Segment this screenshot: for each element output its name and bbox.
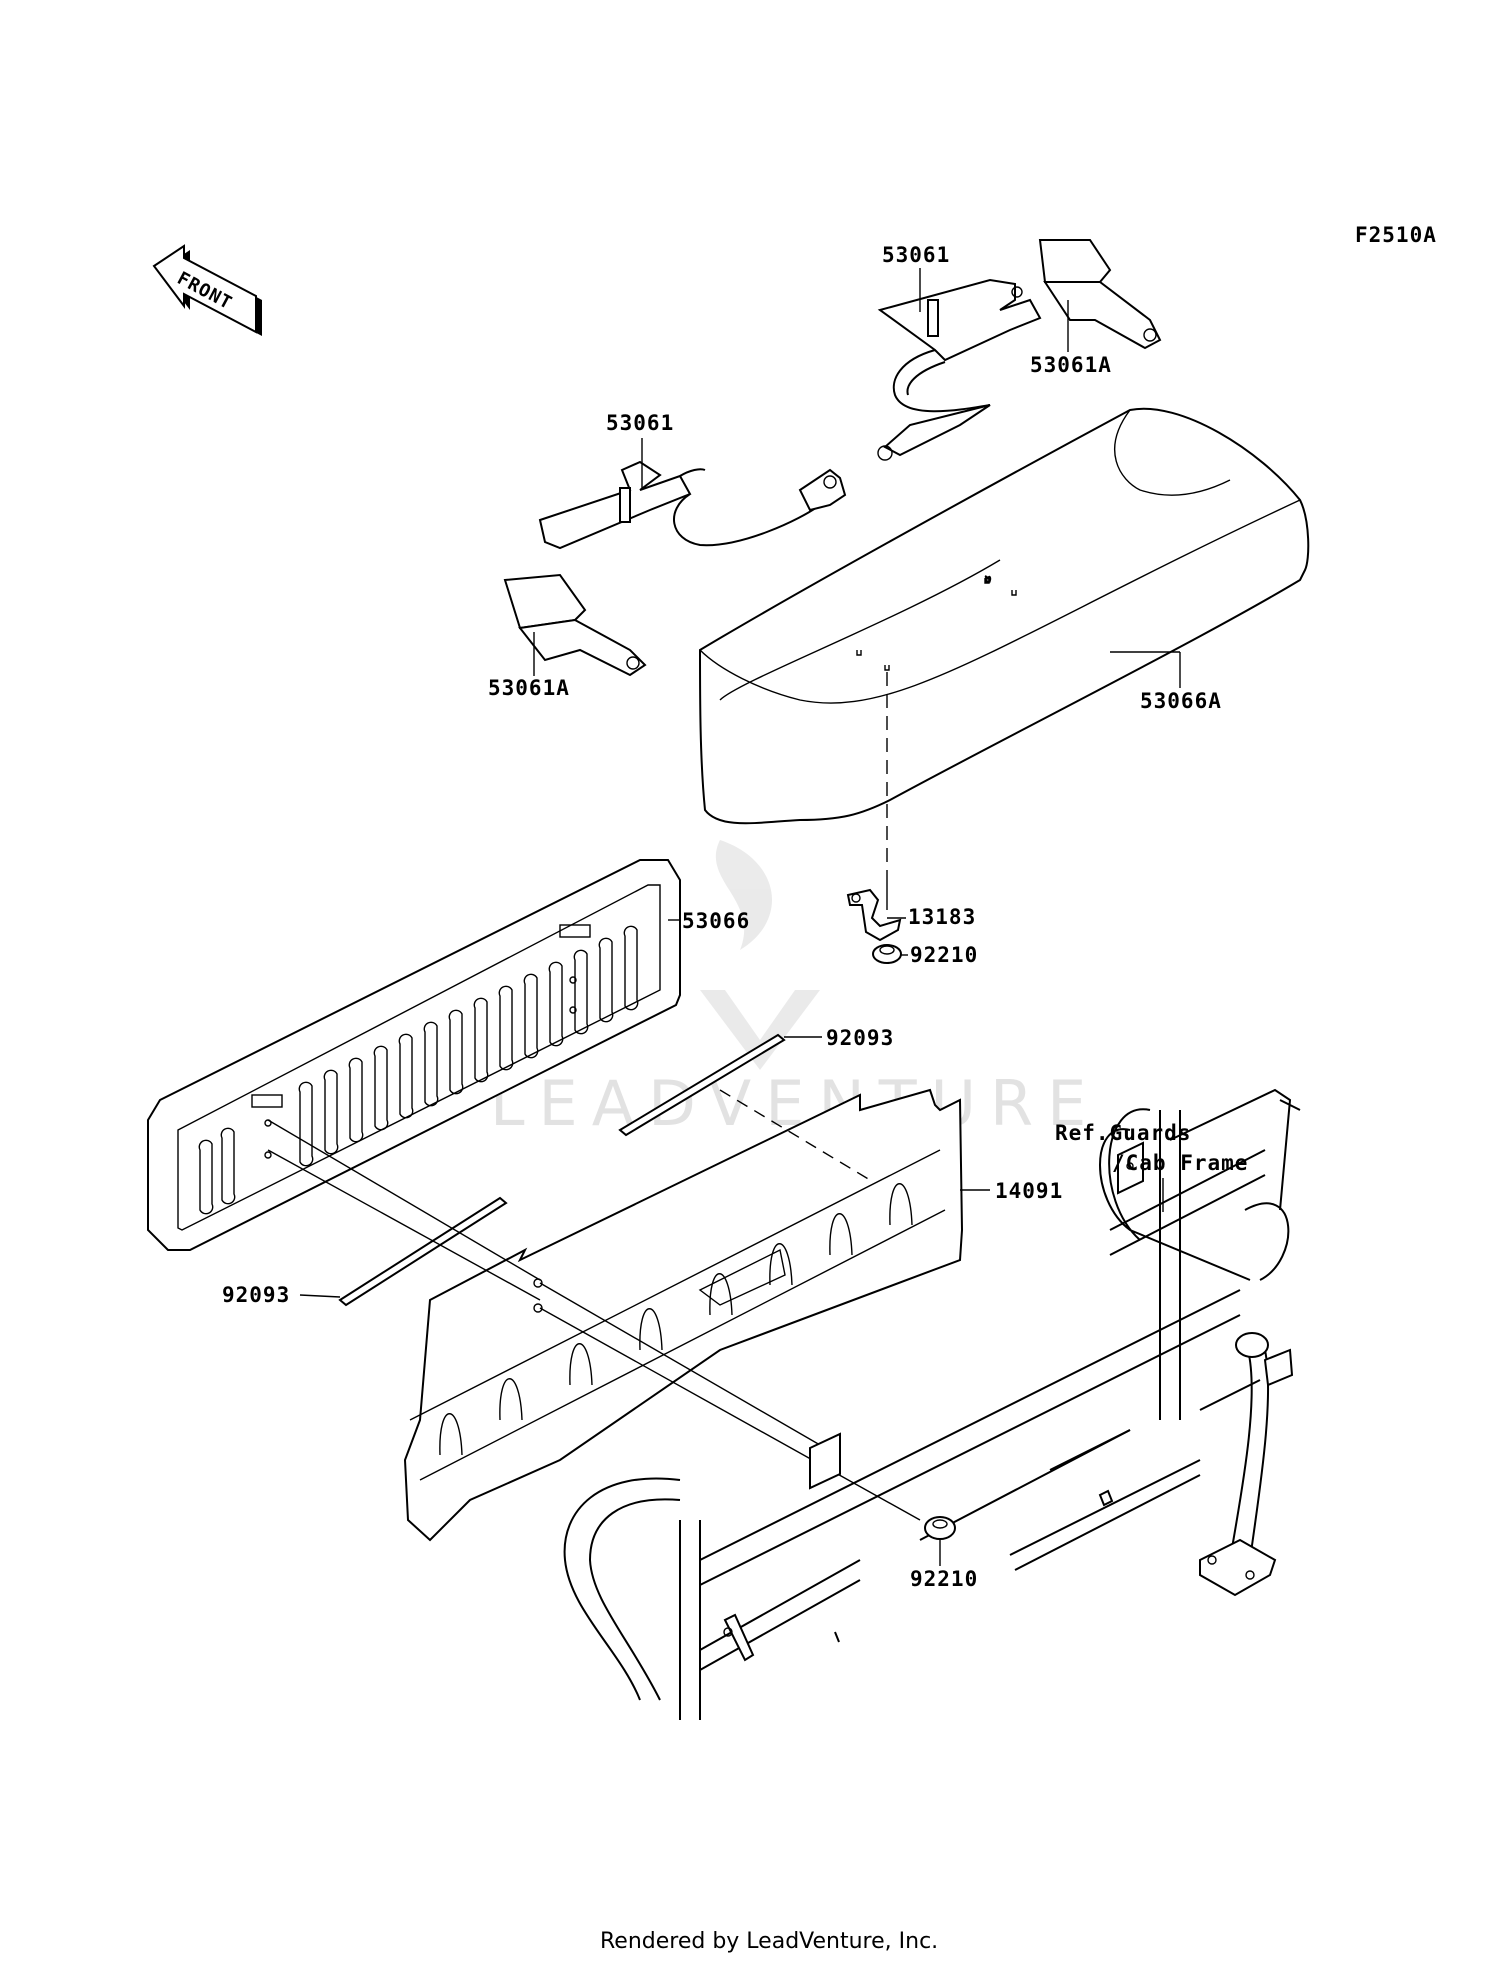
- label-92210-upper: 92210: [910, 943, 978, 967]
- label-53066: 53066: [682, 909, 750, 933]
- seat-strap-left: [538, 460, 847, 550]
- watermark: LEADVENTURE: [490, 840, 1100, 1140]
- bracket-13183: [846, 888, 902, 942]
- pad-92093-lower: [338, 1196, 508, 1307]
- seat-back-slots: [198, 925, 639, 1215]
- label-ref-cab-frame: /Cab Frame: [1112, 1151, 1248, 1175]
- label-13183: 13183: [908, 905, 976, 929]
- nut-92210-lower: [924, 1516, 956, 1540]
- seat-strap-upper: [877, 278, 1042, 461]
- panel-14091: [403, 1088, 964, 1542]
- label-53061A-left: 53061A: [488, 676, 570, 700]
- label-92093-upper: 92093: [826, 1026, 894, 1050]
- cab-frame: [699, 1088, 1301, 1597]
- label-14091: 14091: [995, 1179, 1063, 1203]
- seat-belt-buckle-upper: [1038, 239, 1162, 350]
- pad-92093-upper: [618, 1033, 786, 1137]
- lower-frame: [563, 1429, 1131, 1720]
- footer-credit: Rendered by LeadVenture, Inc.: [600, 1929, 938, 1954]
- label-53066A: 53066A: [1140, 689, 1222, 713]
- label-53061A-upper: 53061A: [1030, 353, 1112, 377]
- seat-back: [147, 859, 681, 1251]
- label-ref-guards: Ref.Guards: [1055, 1121, 1191, 1145]
- seat-belt-buckle-left: [503, 573, 647, 677]
- label-53061-upper: 53061: [882, 243, 950, 267]
- watermark-text: LEADVENTURE: [490, 1067, 1100, 1140]
- label-53061-left: 53061: [606, 411, 674, 435]
- front-arrow-icon: FRONT: [152, 244, 262, 336]
- svg-text:ט: ט: [985, 574, 991, 585]
- nut-92210-upper: [872, 944, 902, 964]
- figure-code: F2510A: [1355, 223, 1437, 247]
- label-92093-lower: 92093: [222, 1283, 290, 1307]
- label-92210-lower: 92210: [910, 1567, 978, 1591]
- seat-cushion: ט: [698, 407, 1310, 825]
